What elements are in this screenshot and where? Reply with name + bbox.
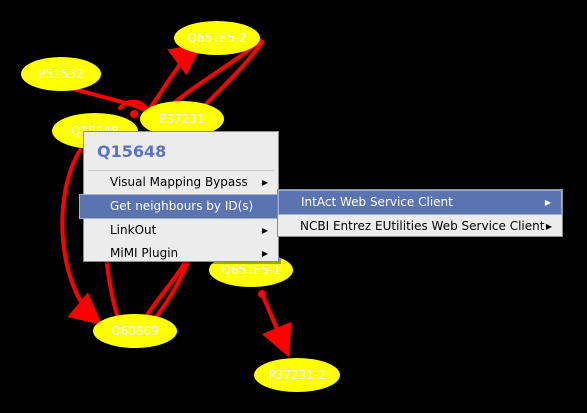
menu-separator [88, 170, 274, 171]
node-label: Q65TE5-2 [187, 31, 246, 45]
submenu-arrow-icon: ▶ [544, 198, 551, 207]
network-node[interactable]: Q60869 [93, 314, 177, 348]
edge-source-dot [130, 110, 138, 118]
node-label: Q60869 [111, 324, 159, 338]
edge[interactable] [143, 260, 187, 320]
menu-item-label: MiMI Plugin [110, 246, 179, 260]
node-label: P37231-2 [268, 368, 325, 382]
edge[interactable] [60, 148, 103, 326]
network-node[interactable]: Q65TE5-2 [174, 21, 260, 55]
submenu-arrow-icon: ▶ [261, 249, 268, 258]
node-shape[interactable] [174, 21, 260, 55]
menu-item-label: IntAct Web Service Client [301, 195, 453, 209]
menu-item-label: NCBI Entrez EUtilities Web Service Clien… [300, 219, 545, 233]
node-label: P37231 [159, 112, 204, 126]
menu-item-label: Visual Mapping Bypass [110, 175, 248, 189]
edge[interactable] [198, 40, 264, 112]
submenu-item-intact[interactable]: IntAct Web Service Client ▶ [278, 190, 562, 215]
submenu-arrow-icon: ▶ [545, 222, 552, 231]
menu-item-get-neighbours[interactable]: Get neighbours by ID(s) [79, 194, 279, 219]
node-shape[interactable] [254, 358, 340, 392]
menu-item-visual-mapping-bypass[interactable]: Visual Mapping Bypass ▶ [84, 171, 278, 194]
edge[interactable] [148, 43, 203, 110]
node-label: Q65TE5-1 [221, 263, 280, 277]
submenu-item-ncbi-entrez[interactable]: NCBI Entrez EUtilities Web Service Clien… [278, 215, 562, 238]
edge-source-dot [258, 290, 266, 298]
get-neighbours-submenu: IntAct Web Service Client ▶ NCBI Entrez … [277, 189, 563, 237]
submenu-arrow-icon: ▶ [261, 226, 268, 235]
node-shape[interactable] [140, 101, 224, 137]
network-node[interactable]: P37231 [140, 101, 224, 137]
edge[interactable] [118, 99, 150, 114]
context-menu-title: Q15648 [97, 142, 167, 161]
submenu-arrow-icon: ▶ [261, 178, 268, 187]
node-label: P51532 [38, 67, 83, 81]
menu-item-linkout[interactable]: LinkOut ▶ [84, 219, 278, 242]
node-context-menu: Q15648 Visual Mapping Bypass ▶ Get neigh… [79, 131, 279, 265]
node-shape[interactable] [21, 57, 101, 91]
network-node[interactable]: P51532 [21, 57, 101, 91]
edge[interactable] [153, 260, 190, 320]
menu-item-label: Get neighbours by ID(s) [110, 199, 254, 213]
node-shape[interactable] [93, 314, 177, 348]
edge[interactable] [260, 292, 292, 358]
menu-item-mimi-plugin[interactable]: MiMI Plugin ▶ [84, 242, 278, 265]
network-node[interactable]: P37231-2 [254, 358, 340, 392]
menu-item-label: LinkOut [110, 223, 157, 237]
